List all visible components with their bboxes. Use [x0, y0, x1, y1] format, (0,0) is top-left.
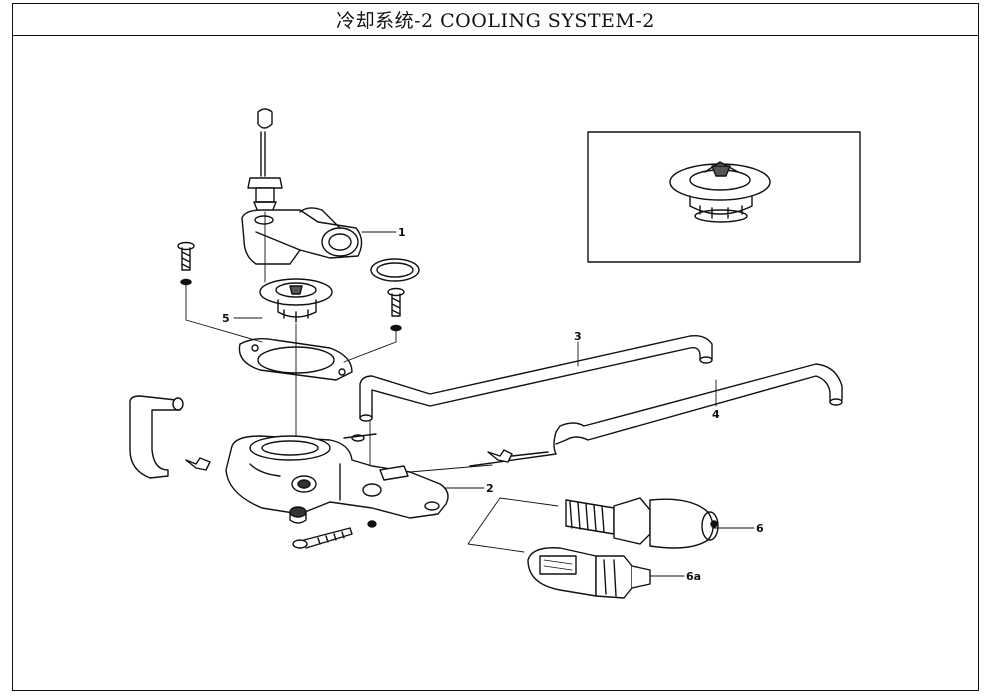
bolt-bottom-icon	[292, 520, 377, 549]
coolant-temp-sensor-icon	[565, 497, 719, 549]
temperature-switch-icon	[527, 547, 651, 599]
callout-2: 2	[486, 482, 494, 495]
thermostat-inset-icon	[669, 161, 771, 223]
plug-icon	[289, 506, 307, 524]
diagram-sheet: 冷却系统-2 COOLING SYSTEM-2	[12, 3, 979, 691]
callout-4: 4	[712, 408, 720, 421]
o-ring-inner	[376, 262, 414, 278]
callout-6: 6	[756, 522, 764, 535]
thermostat-housing-icon	[241, 207, 363, 265]
callout-5: 5	[222, 312, 230, 325]
hose-4-icon	[469, 363, 843, 467]
callout-1: 1	[398, 226, 406, 239]
title-bar: 冷却系统-2 COOLING SYSTEM-2	[13, 4, 978, 36]
temperature-sender-icon	[247, 108, 283, 213]
bolt-right-icon	[387, 287, 405, 332]
clamp-right-icon	[487, 449, 549, 463]
callout-3: 3	[574, 330, 582, 343]
hose-left-icon	[129, 395, 184, 479]
bolt-left-icon	[177, 241, 195, 286]
clip-icon	[343, 433, 377, 442]
thermostat-icon	[259, 278, 333, 323]
water-outlet-housing-icon	[225, 435, 449, 519]
page-title: 冷却系统-2 COOLING SYSTEM-2	[336, 10, 655, 32]
hose-3-icon	[359, 334, 713, 422]
callout-6a: 6a	[686, 570, 701, 583]
clamp-left-icon	[185, 457, 211, 471]
inset-frame	[587, 131, 861, 263]
